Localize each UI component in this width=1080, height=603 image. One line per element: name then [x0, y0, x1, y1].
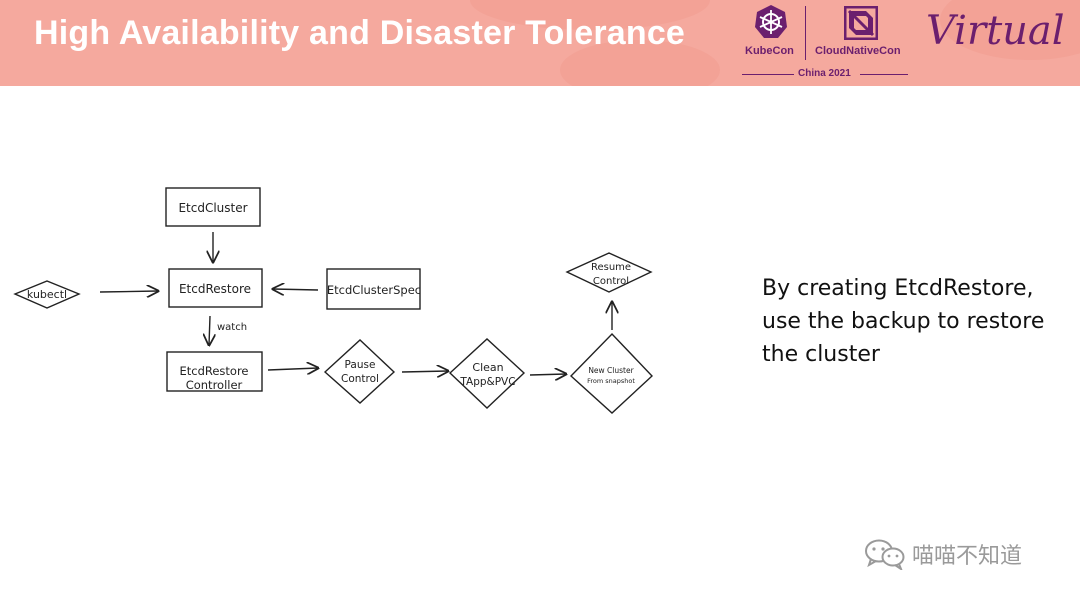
arrow-kubectl-to-restore [99, 291, 158, 292]
restore-flow-diagram: EtcdCluster kubectl EtcdRestore EtcdClus… [13, 187, 653, 414]
slide-header: High Availability and Disaster Tolerance… [0, 0, 1080, 86]
etcdrestore-label: EtcdRestore [179, 282, 251, 296]
pause-control-diamond [323, 339, 396, 404]
kubectl-label: kubectl [27, 288, 67, 301]
pause-label-line1: Pause [345, 359, 376, 371]
etcdrestore-controller-box [166, 351, 263, 392]
clean-tapp-pvc-diamond [448, 338, 526, 409]
kubectl-diamond [13, 280, 81, 309]
watermark-label: 喵喵不知道 [912, 544, 1023, 569]
newcluster-label-line2: From snapshot [587, 377, 635, 385]
event-rule-left [742, 74, 794, 75]
event-rule-right [860, 74, 908, 75]
event-logos: KubeCon CloudNativeCon China 2021 Virtua… [732, 0, 1080, 86]
etcdclusterspec-box [326, 268, 421, 310]
controller-label-line2: Controller [186, 378, 243, 392]
cloudnativecon-label: CloudNativeCon [815, 45, 901, 57]
logo-divider [805, 6, 806, 60]
clean-label-line1: Clean [472, 361, 503, 374]
etcdcluster-box [165, 187, 261, 227]
cloudnativecon-logo-icon [844, 6, 878, 40]
pause-label-line2: Control [341, 373, 379, 385]
wechat-icon [865, 539, 905, 570]
description-line-1: By creating EtcdRestore, [762, 276, 1034, 301]
resume-label-line1: Resume [591, 262, 631, 273]
arrow-pause-to-clean [401, 371, 448, 372]
etcdrestore-box [168, 268, 263, 308]
resume-label-line2: Control [593, 276, 629, 287]
controller-label-line1: EtcdRestore [179, 364, 248, 378]
etcdcluster-label: EtcdCluster [178, 201, 247, 215]
arrow-spec-to-restore [273, 289, 319, 290]
arrow-clean-to-newcluster [529, 374, 566, 375]
kubecon-label: KubeCon [745, 45, 794, 57]
virtual-logo: Virtual [926, 8, 1065, 54]
description-line-3: the cluster [762, 342, 880, 367]
watermark: 喵喵不知道 [864, 536, 1022, 572]
new-cluster-diamond [569, 332, 653, 414]
newcluster-label-line1: New Cluster [588, 366, 634, 375]
slide-description: By creating EtcdRestore, use the backup … [762, 272, 1062, 371]
clean-label-line2: TApp&PVC [459, 376, 515, 388]
description-line-2: use the backup to restore [762, 309, 1045, 334]
event-label: China 2021 [798, 68, 851, 79]
arrow-controller-to-pause [267, 368, 318, 370]
arrow-restore-to-controller [209, 315, 210, 345]
watch-label: watch [217, 322, 247, 333]
kubecon-logo-icon [755, 5, 787, 38]
etcdclusterspec-label: EtcdClusterSpec [327, 283, 421, 297]
page-title: High Availability and Disaster Tolerance [34, 14, 686, 52]
resume-control-diamond [565, 252, 653, 293]
